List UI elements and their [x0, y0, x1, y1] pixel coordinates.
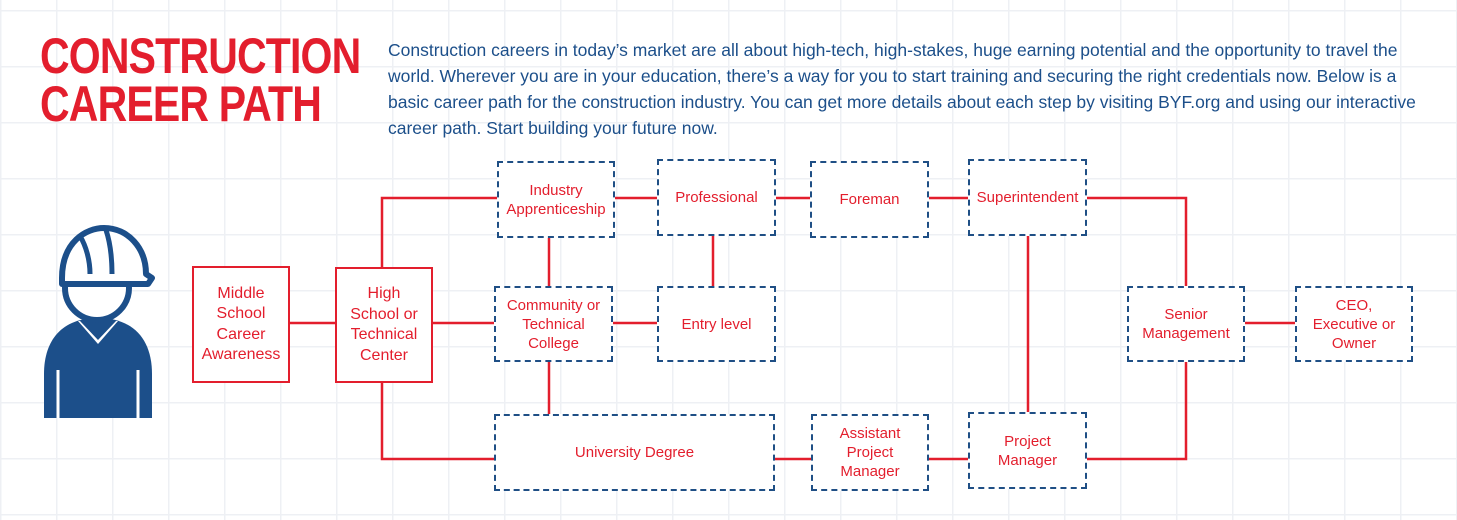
intro-paragraph: Construction careers in today’s market a… — [388, 40, 1416, 138]
node-superintendent-label: Superintendent — [976, 189, 1079, 206]
node-professional-label: Professional — [675, 189, 758, 206]
node-university-degree-label: University Degree — [574, 444, 695, 461]
node-industry-apprenticeship-label: Industry Apprenticeship — [506, 181, 606, 218]
node-industry-apprenticeship: Industry Apprenticeship — [497, 161, 615, 238]
connector-high-to-apprenticeship — [380, 196, 498, 268]
node-foreman: Foreman — [810, 161, 929, 238]
node-entry-level-label: Entry level — [681, 315, 752, 333]
connector-pm-to-senior — [1087, 362, 1188, 461]
node-superintendent: Superintendent — [968, 159, 1087, 236]
node-middle-school: Middle School Career Awareness — [192, 266, 290, 383]
page-title: CONSTRUCTION CAREER PATH — [40, 28, 361, 132]
node-senior-management: Senior Management — [1127, 286, 1245, 362]
node-ceo: CEO, Executive or Owner — [1295, 286, 1413, 362]
node-project-manager: Project Manager — [968, 412, 1087, 489]
construction-worker-icon — [44, 225, 155, 418]
node-community-college: Community or Technical College — [494, 286, 613, 362]
connector-high-to-university — [380, 382, 494, 461]
node-assistant-project-manager: Assistant Project Manager — [811, 414, 929, 491]
node-project-manager-label: Project Manager — [997, 432, 1058, 469]
node-professional: Professional — [657, 159, 776, 236]
node-entry-level: Entry level — [657, 286, 776, 362]
title-line-2: CAREER PATH — [40, 76, 322, 132]
node-assistant-project-manager-label: Assistant Project Manager — [839, 425, 901, 480]
node-high-school-label: High School or Technical Center — [350, 285, 418, 364]
node-foreman-label: Foreman — [839, 191, 900, 208]
node-middle-school-label: Middle School Career Awareness — [201, 284, 281, 364]
title-line-1: CONSTRUCTION — [40, 28, 361, 84]
connector-superintendent-to-senior — [1087, 196, 1188, 286]
node-high-school: High School or Technical Center — [335, 267, 433, 383]
node-university-degree: University Degree — [494, 414, 775, 491]
node-ceo-label: CEO, Executive or Owner — [1312, 296, 1396, 352]
node-senior-management-label: Senior Management — [1142, 306, 1230, 342]
node-community-college-label: Community or Technical College — [506, 296, 601, 352]
